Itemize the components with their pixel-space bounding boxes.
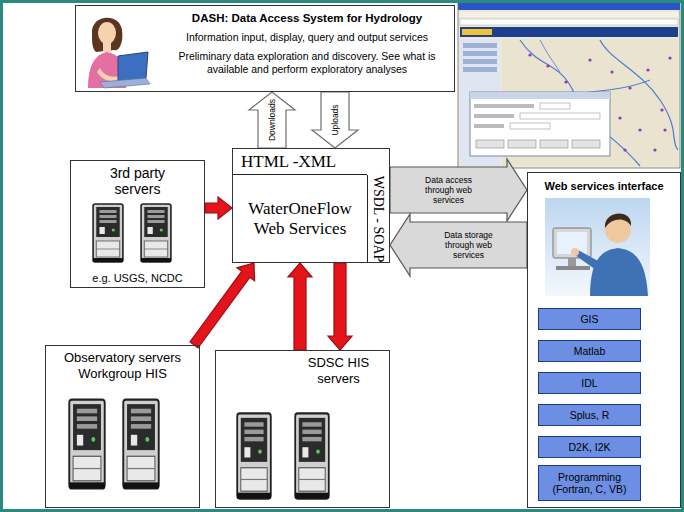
edge-label-holder: Data storage through web services xyxy=(432,230,506,261)
tool-label: Programming (Fortran, C, VB) xyxy=(539,471,640,495)
tool-label: Splus, R xyxy=(567,409,613,421)
red-arrow xyxy=(328,263,352,350)
server-icon xyxy=(237,413,271,498)
tool-box: Programming (Fortran, C, VB) xyxy=(538,465,641,501)
dash-box: DASH: Data Access System for HydrologyIn… xyxy=(75,5,455,92)
edge-label: Downloads xyxy=(267,98,277,142)
server-box: SDSC HIS servers xyxy=(215,350,390,508)
tool-box: D2K, I2K xyxy=(538,436,641,458)
red-arrow xyxy=(288,263,312,350)
edge-label: Data storage through web services xyxy=(432,230,506,261)
block-arrow xyxy=(390,214,527,276)
edge-label-holder: Downloads xyxy=(267,98,277,142)
edge-label-holder: Data access through web services xyxy=(412,175,486,206)
box-text: Information input, display, query and ou… xyxy=(168,31,446,43)
server-box: Observatory servers Workgroup HIS xyxy=(45,345,200,508)
web-services-center: WaterOneFlow Web Services xyxy=(233,175,367,262)
tool-label: Matlab xyxy=(571,345,609,357)
block-arrow xyxy=(312,92,358,148)
box-title: DASH: Data Access System for Hydrology xyxy=(168,12,446,24)
box-title: WaterOneFlow Web Services xyxy=(233,199,367,238)
box-text: e.g. USGS, NCDC xyxy=(92,272,182,284)
band-label: WSDL - SOAP xyxy=(371,175,387,262)
block-arrow xyxy=(390,159,527,221)
tool-box: Matlab xyxy=(538,340,641,362)
server-box: 3rd party servers e.g. USGS, NCDC xyxy=(70,160,205,288)
server-icon xyxy=(93,204,123,262)
tool-box: IDL xyxy=(538,372,641,394)
server-icon xyxy=(69,400,104,489)
box-title: SDSC HIS servers xyxy=(294,355,383,386)
html-xml-band: HTML -XML xyxy=(233,149,367,175)
server-icon xyxy=(295,413,329,498)
interface-panel: Web services interfaceGIS MatlabIDL Splus,… xyxy=(527,172,681,508)
tool-label: D2K, I2K xyxy=(565,441,613,453)
tool-box: GIS xyxy=(538,308,641,330)
edge-label-holder: Uploads xyxy=(330,103,340,136)
woman-with-laptop xyxy=(88,18,150,88)
website-screenshot xyxy=(458,2,680,168)
server-icon xyxy=(123,400,158,489)
edge-label: Data access through web services xyxy=(412,175,486,206)
wsdl-soap-band: WSDL - SOAP xyxy=(367,175,389,262)
edge-label: Uploads xyxy=(330,103,340,136)
band-label: HTML -XML xyxy=(233,149,367,172)
man-at-computer xyxy=(545,198,650,296)
server-icon xyxy=(141,204,171,262)
tool-box: Splus, R xyxy=(538,404,641,426)
box-title: 3rd party servers xyxy=(98,165,178,197)
red-arrow xyxy=(190,263,255,348)
panel-title: Web services interface xyxy=(528,173,680,192)
web-services-box: HTML -XMLWSDL - SOAPWaterOneFlow Web Ser… xyxy=(232,148,390,263)
block-arrow xyxy=(249,92,295,148)
tool-label: IDL xyxy=(578,377,600,389)
tool-label: GIS xyxy=(577,313,601,325)
red-arrow xyxy=(205,197,232,219)
box-text: Preliminary data exploration and discove… xyxy=(168,50,446,76)
box-title: Observatory servers Workgroup HIS xyxy=(50,350,195,381)
